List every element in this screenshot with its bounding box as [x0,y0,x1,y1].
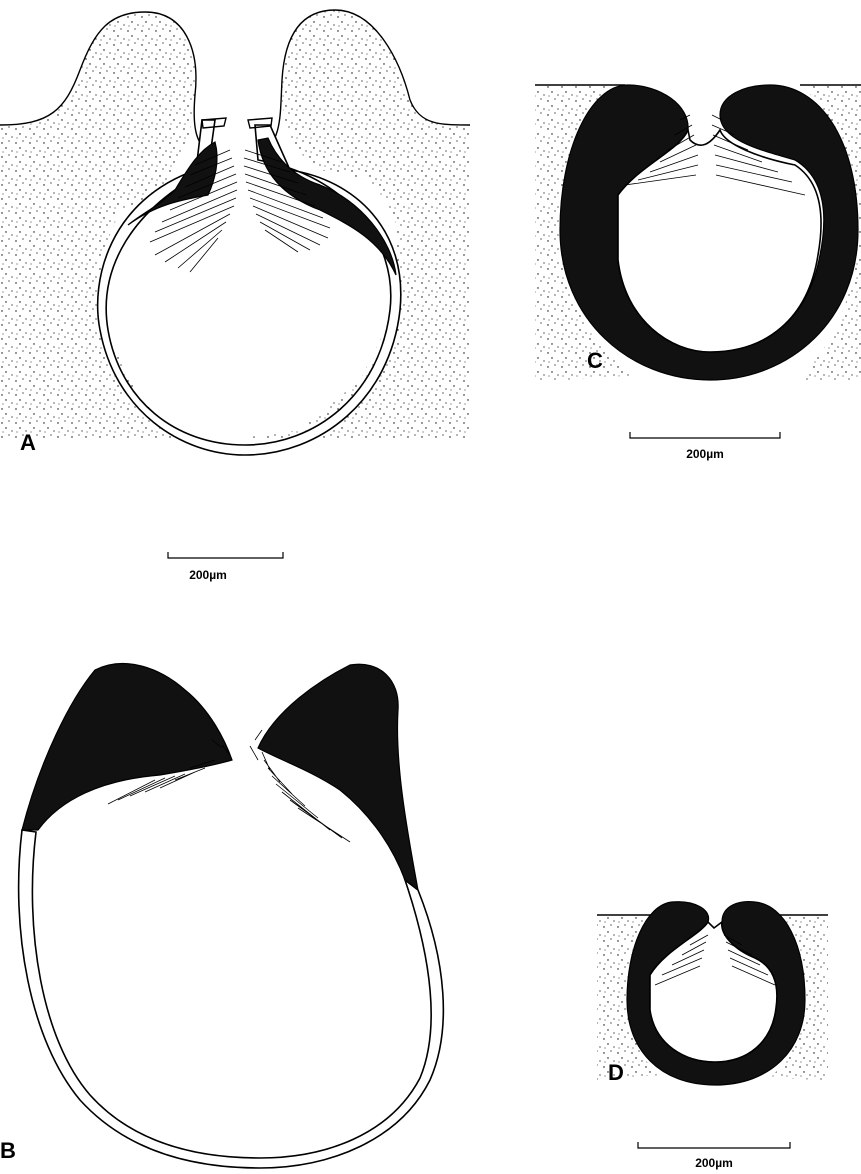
panel-b: B [0,664,443,1168]
periphyses-a [150,150,330,272]
ostiole-rim-right-a [248,118,272,128]
panel-label-d: D [608,1060,624,1085]
panel-label-a: A [20,430,36,455]
scale-label-a: 200µm [189,568,227,582]
panel-c: C 200µm [535,85,861,461]
scale-label-d: 200µm [695,1156,733,1170]
scale-label-c: 200µm [686,447,724,461]
host-tissue-a [0,10,470,440]
beak-left-b [22,664,232,830]
panel-a: A 200µm [0,10,470,582]
panel-label-c: C [587,348,603,373]
beak-right-b [258,664,418,890]
perithecium-wall-b [19,830,444,1168]
scale-bar-c [630,432,780,438]
scale-bar-a [168,552,283,558]
panel-d: D 200µm [597,902,828,1170]
scale-bar-d [638,1142,790,1148]
panel-label-b: B [0,1138,16,1163]
